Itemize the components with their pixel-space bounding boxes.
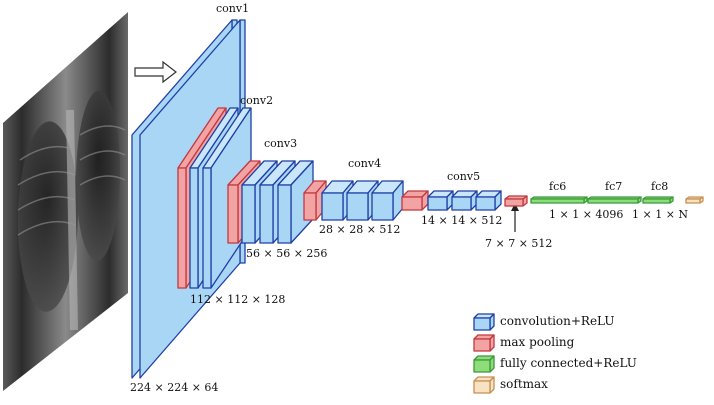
- conv4-slab-3: [371, 180, 404, 221]
- softmax-slab: [685, 196, 704, 204]
- label-conv1: conv1: [216, 2, 250, 15]
- label-conv5: conv5: [447, 170, 481, 183]
- conv4-slab-2: [346, 180, 379, 221]
- dim-224: 224 × 224 × 64: [130, 381, 219, 394]
- conv5-slab-3: [475, 190, 502, 211]
- legend-swatch-fc: [473, 355, 495, 373]
- dim-112: 112 × 112 × 128: [190, 293, 286, 306]
- label-fc7: fc7: [605, 180, 623, 193]
- pool5-pointer-arrow: [511, 203, 519, 232]
- conv5-slab-1: [427, 190, 454, 211]
- legend-label-softmax: softmax: [500, 377, 548, 391]
- label-conv3: conv3: [264, 137, 298, 150]
- label-conv4: conv4: [348, 157, 382, 170]
- conv5-slab-2: [451, 190, 478, 211]
- fc7-slab: [587, 196, 642, 204]
- dim-14: 14 × 14 × 512: [421, 214, 503, 227]
- conv3-slab-3: [277, 160, 314, 244]
- legend-label-fc: fully connected+ReLU: [500, 356, 637, 370]
- dim-56: 56 × 56 × 256: [246, 247, 328, 260]
- legend-label-pool: max pooling: [500, 335, 575, 349]
- label-fc8: fc8: [651, 180, 669, 193]
- legend-swatch-pool: [473, 334, 495, 352]
- dim-n: 1 × 1 × N: [632, 208, 689, 221]
- legend-swatch-softmax: [473, 376, 495, 394]
- chest-xray-image: [3, 12, 128, 391]
- pool5-slab: [504, 195, 528, 207]
- legend-label-conv: convolution+ReLU: [500, 314, 615, 328]
- input-arrow: [134, 60, 177, 84]
- fc8-slab: [642, 196, 674, 204]
- fc6-slab: [530, 196, 588, 204]
- dim-7: 7 × 7 × 512: [485, 237, 553, 250]
- dim-28: 28 × 28 × 512: [319, 223, 401, 236]
- legend-swatch-conv: [473, 313, 495, 331]
- conv5-pool-slab: [401, 190, 429, 211]
- dim-4096: 1 × 1 × 4096: [549, 208, 624, 221]
- label-fc6: fc6: [549, 180, 567, 193]
- label-conv2: conv2: [240, 94, 274, 107]
